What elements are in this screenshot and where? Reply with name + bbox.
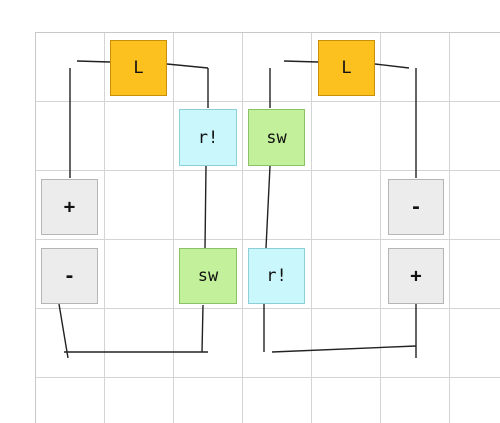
battery-terminal-tile[interactable]: + bbox=[41, 179, 98, 235]
wire bbox=[204, 165, 207, 249]
lamp-tile[interactable]: L bbox=[110, 40, 167, 96]
lamp-tile[interactable]: L bbox=[318, 40, 375, 96]
switch-tile[interactable]: sw bbox=[248, 109, 305, 166]
battery-terminal-tile[interactable]: - bbox=[41, 248, 98, 304]
wire bbox=[76, 60, 111, 63]
reed-switch-tile[interactable]: r! bbox=[179, 109, 237, 166]
battery-terminal-tile[interactable]: - bbox=[388, 179, 444, 235]
wire bbox=[166, 63, 209, 69]
wire bbox=[265, 165, 271, 249]
wire bbox=[201, 304, 204, 353]
battery-terminal-tile[interactable]: + bbox=[388, 248, 444, 304]
wire bbox=[271, 345, 417, 353]
wire bbox=[374, 63, 410, 69]
switch-tile[interactable]: sw bbox=[179, 248, 237, 304]
wire bbox=[58, 303, 69, 359]
reed-switch-tile[interactable]: r! bbox=[248, 248, 305, 304]
wire bbox=[283, 60, 319, 63]
